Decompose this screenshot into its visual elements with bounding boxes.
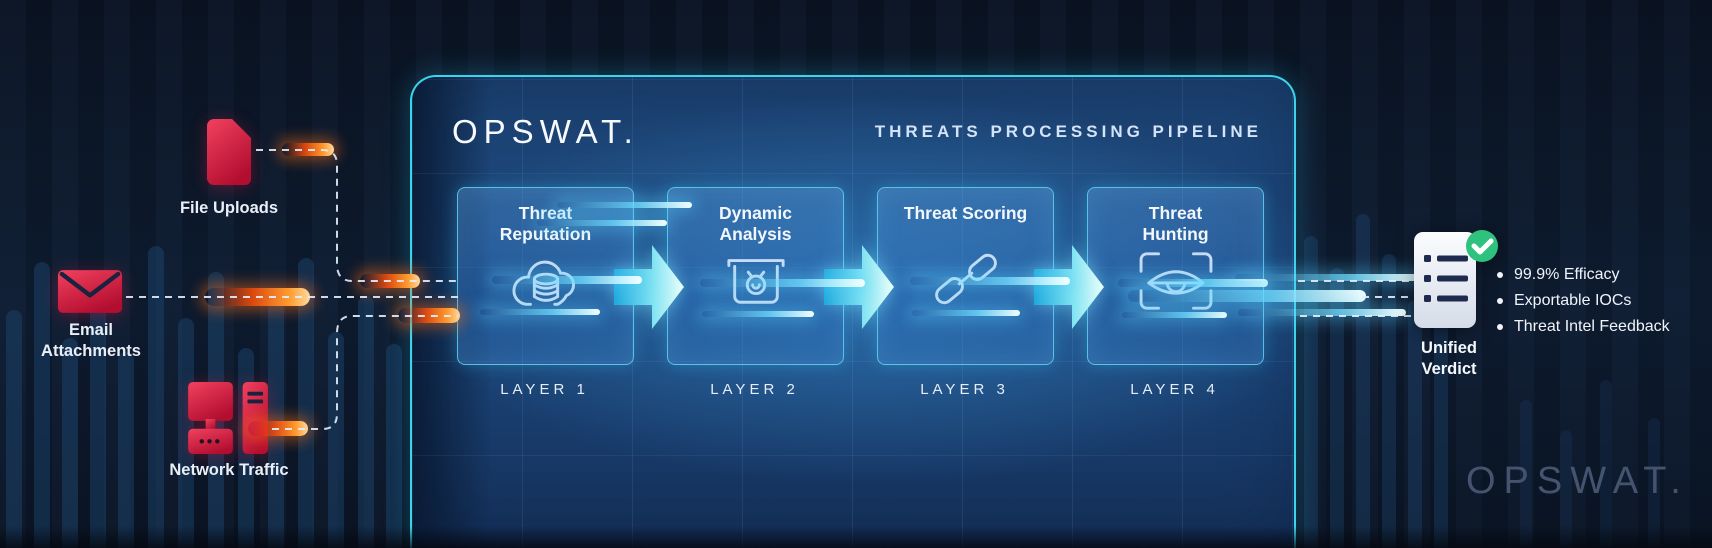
bullet-dot-icon (1497, 324, 1503, 330)
stage-layer-3: Threat Scoring (877, 187, 1054, 365)
flow-arrow-icon (1034, 245, 1104, 329)
flow-arrow-icon (824, 245, 894, 329)
stage-layer-4: Threat Hunting (1087, 187, 1264, 365)
equalizer-bar (148, 246, 164, 548)
equalizer-bar (62, 338, 78, 548)
network-traffic-icon (188, 382, 270, 459)
equalizer-bar (358, 296, 374, 548)
file-upload-icon (206, 118, 252, 191)
equalizer-bar (298, 258, 314, 548)
equalizer-bar (34, 262, 50, 548)
sandbox-bug-icon (721, 248, 791, 315)
benefit-item: Exportable IOCs (1497, 292, 1670, 310)
equalizer-bar (1408, 300, 1422, 548)
chain-link-icon (929, 248, 1003, 315)
layer-label-2: LAYER 2 (710, 381, 799, 398)
stage-title: Threat Hunting (1142, 203, 1209, 245)
benefit-item: 99.9% Efficacy (1497, 266, 1670, 284)
document-check-icon (1466, 230, 1498, 262)
stage-title: Threat Reputation (499, 203, 592, 245)
input-label-network-traffic: Network Traffic (169, 461, 289, 479)
equalizer-bar (1382, 254, 1396, 548)
stage-title: Dynamic Analysis (719, 203, 792, 245)
equalizer-bar (178, 318, 194, 548)
equalizer-bar (1304, 236, 1318, 548)
verdict-label: Unified Verdict (1421, 339, 1477, 379)
bullet-dot-icon (1497, 272, 1503, 278)
equalizer-bar (1600, 380, 1612, 548)
layer-label-4: LAYER 4 (1130, 381, 1219, 398)
equalizer-bar (1648, 418, 1660, 548)
layer-label-1: LAYER 1 (500, 381, 589, 398)
layer-label-3: LAYER 3 (920, 381, 1009, 398)
eye-scan-icon (1134, 248, 1218, 319)
opswat-logo: OPSWAT. (452, 113, 639, 150)
equalizer-bar (90, 286, 106, 548)
equalizer-bar (328, 332, 344, 548)
stage-title: Threat Scoring (903, 203, 1028, 223)
flow-arrow-icon (614, 245, 684, 329)
email-attachment-icon (57, 269, 123, 319)
equalizer-bar (268, 300, 284, 548)
equalizer-bar (6, 310, 22, 548)
unified-verdict-document (1412, 224, 1500, 337)
benefits-list: 99.9% Efficacy Exportable IOCs Threat In… (1497, 266, 1670, 344)
bottom-fade (0, 526, 1712, 548)
pipeline-panel: OPSWAT. THREATS PROCESSING PIPELINE Thre… (410, 75, 1296, 548)
stage-layer-2: Dynamic Analysis (667, 187, 844, 365)
equalizer-bar (1330, 268, 1344, 548)
equalizer-bar (118, 352, 134, 548)
equalizer-bar (1560, 430, 1572, 548)
input-label-file-uploads: File Uploads (179, 199, 279, 217)
input-label-email-attachments: Email Attachments (41, 321, 141, 361)
equalizer-bar (1356, 214, 1370, 548)
benefit-item: Threat Intel Feedback (1497, 318, 1670, 336)
bullet-dot-icon (1497, 298, 1503, 304)
stage-layer-1: Threat Reputation (457, 187, 634, 365)
equalizer-bar (1520, 400, 1532, 548)
opswat-watermark: OPSWAT. (1466, 460, 1689, 502)
equalizer-bar (386, 344, 402, 548)
pipeline-title: THREATS PROCESSING PIPELINE (874, 122, 1262, 141)
cloud-database-icon (504, 248, 588, 319)
